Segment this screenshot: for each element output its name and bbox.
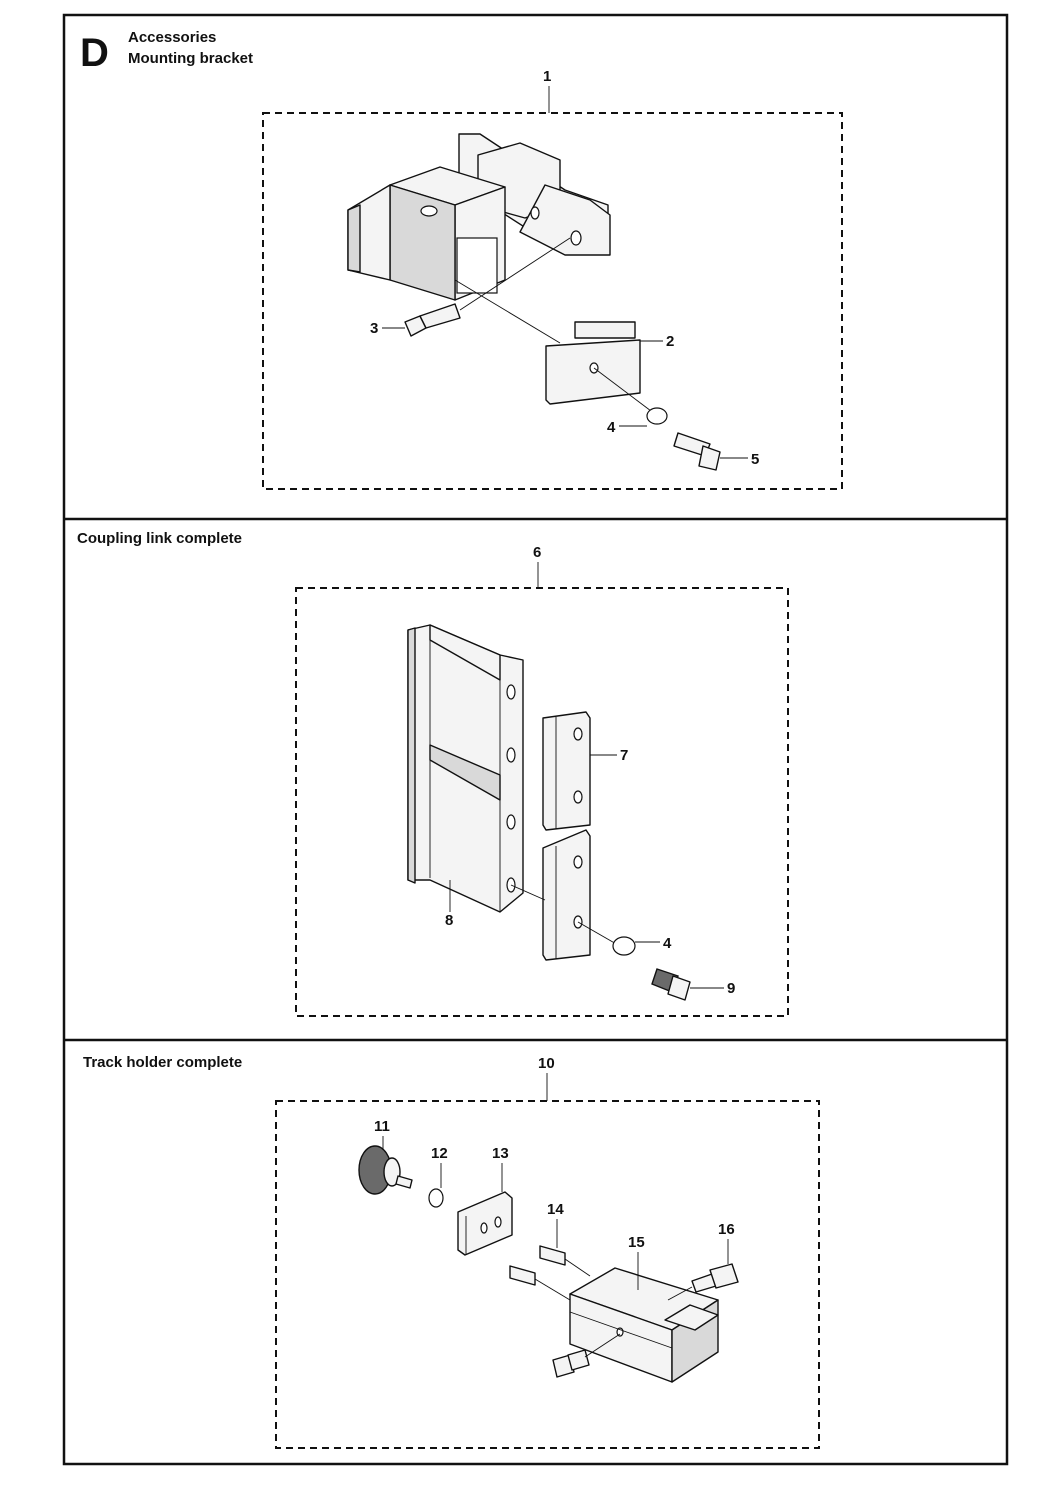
bolt-3 <box>404 237 571 337</box>
callout-13: 13 <box>492 1145 509 1162</box>
holder-block-15 <box>569 1267 719 1383</box>
panel-coupling-link: Coupling link complete 6 8 7 <box>77 530 789 1017</box>
callout-2: 2 <box>666 333 674 350</box>
assembly-boundary <box>295 587 789 1017</box>
panel-title: Track holder complete <box>83 1054 242 1071</box>
page-subtitle: Mounting bracket <box>128 50 253 67</box>
assembly-number: 10 <box>538 1055 555 1072</box>
panel-title: Coupling link complete <box>77 530 242 547</box>
screw-lower <box>552 1333 621 1378</box>
callout-8: 8 <box>445 912 453 929</box>
page-title: Accessories <box>128 29 216 46</box>
panel-track-holder: Track holder complete 10 11 12 13 14 <box>83 1054 820 1449</box>
washer-4 <box>646 407 668 425</box>
callout-15: 15 <box>628 1234 645 1251</box>
callout-12: 12 <box>431 1145 448 1162</box>
link-plate-7-upper <box>542 711 591 831</box>
mounting-bracket-body <box>347 133 611 301</box>
assembly-boundary <box>262 112 843 490</box>
end-cap-2 <box>454 279 641 405</box>
section-letter: D <box>80 31 109 75</box>
washer-12 <box>428 1188 444 1208</box>
clamp-plate-13 <box>457 1191 513 1256</box>
pins-14 <box>509 1245 591 1301</box>
bolt-9 <box>651 968 691 1001</box>
bolt-5 <box>673 432 721 471</box>
callout-3: 3 <box>370 320 378 337</box>
panel-mounting-bracket: 1 3 <box>262 68 843 490</box>
page-frame <box>62 13 1009 1466</box>
assembly-number: 6 <box>533 544 541 561</box>
washer-4 <box>612 936 636 956</box>
assembly-boundary <box>275 1100 820 1449</box>
callout-4: 4 <box>607 419 616 436</box>
assembly-number: 1 <box>543 68 551 85</box>
callout-14: 14 <box>547 1201 564 1218</box>
callout-9: 9 <box>727 980 735 997</box>
knob-11 <box>358 1145 413 1195</box>
link-plate-7-lower <box>542 829 591 961</box>
callout-5: 5 <box>751 451 759 468</box>
screw-16 <box>667 1263 739 1301</box>
callout-11: 11 <box>374 1118 390 1135</box>
callout-16: 16 <box>718 1221 735 1238</box>
callout-4: 4 <box>663 935 672 952</box>
coupling-bar-8 <box>407 624 524 913</box>
callout-7: 7 <box>620 747 628 764</box>
